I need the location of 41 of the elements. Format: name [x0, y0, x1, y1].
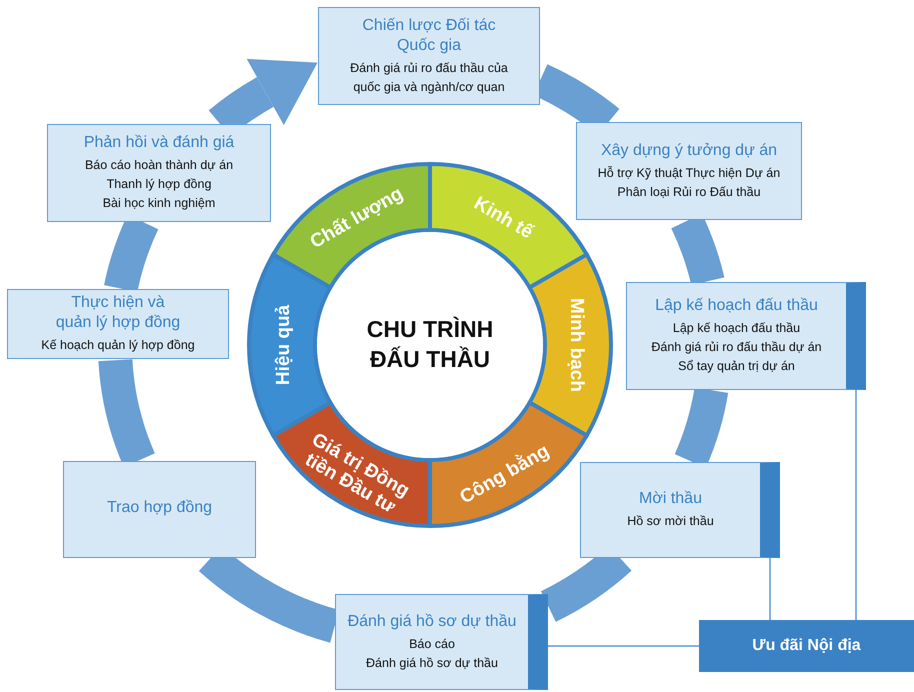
box-heading: Đánh giá hồ sơ dự thầu	[348, 612, 516, 632]
process-box	[626, 282, 866, 390]
box-heading: Trao hợp đồng	[106, 498, 212, 518]
process-box	[318, 7, 540, 105]
process-box	[7, 289, 229, 359]
center-title: CHU TRÌNH ĐẤU THẦU	[366, 315, 494, 374]
segment-label: Kinh tế	[470, 192, 536, 244]
box-text: Lập kế hoạch đấu thầu	[672, 320, 800, 338]
segment-label: Minh bạch	[566, 298, 587, 392]
segment-label: Công bằng	[456, 440, 553, 508]
process-box	[63, 461, 256, 558]
box-text: Đánh giá hồ sơ dự thầu	[366, 654, 498, 672]
box-heading: Ưu đãi Nội địa	[752, 636, 861, 656]
ring-segment	[528, 252, 613, 438]
box-heading: Chiến lược Đối tác Quốc gia	[361, 16, 497, 56]
box-text: Báo cáo hoàn thành dự án	[84, 157, 234, 174]
segment-label: Hiệu quả	[273, 304, 294, 386]
box-text: Phân loại Rủi ro Đấu thầu	[617, 184, 761, 200]
box-text: Bài học kinh nghiệm	[102, 194, 216, 212]
connector-line	[548, 645, 699, 647]
connector-line	[855, 390, 857, 620]
ring-segment	[428, 162, 589, 290]
highlight-box	[699, 620, 914, 672]
box-text: Đánh giá rủi ro đấu thầu của quốc gia và ngành/cơ quan	[349, 60, 509, 96]
box-text: Hỗ trợ Kỹ thuật Thực hiện Dự án	[598, 164, 780, 182]
box-heading: Mời thầu	[639, 489, 702, 510]
box-heading: Thực hiện và quản lý hợp đồng	[54, 293, 182, 334]
box-text: Kế hoạch quản lý hợp đồng	[41, 337, 195, 354]
box-text: Báo cáo	[409, 636, 455, 653]
box-text: Hồ sơ mời thầu	[627, 513, 714, 530]
process-box	[47, 124, 271, 222]
box-heading: Lập kế hoạch đấu thầu	[655, 296, 818, 316]
process-box	[335, 594, 548, 690]
process-box	[576, 122, 802, 220]
process-box	[580, 462, 780, 558]
box-text: Thanh lý hợp đồng	[106, 176, 212, 194]
box-text: Đánh giá rủi ro đấu thầu dự án	[651, 339, 822, 356]
box-heading: Xây dựng ý tưởng dự án	[600, 140, 778, 161]
connector-line	[769, 558, 771, 620]
box-heading: Phản hồi và đánh giá	[84, 133, 234, 154]
box-text: Sổ tay quản trị dự án	[678, 358, 795, 375]
